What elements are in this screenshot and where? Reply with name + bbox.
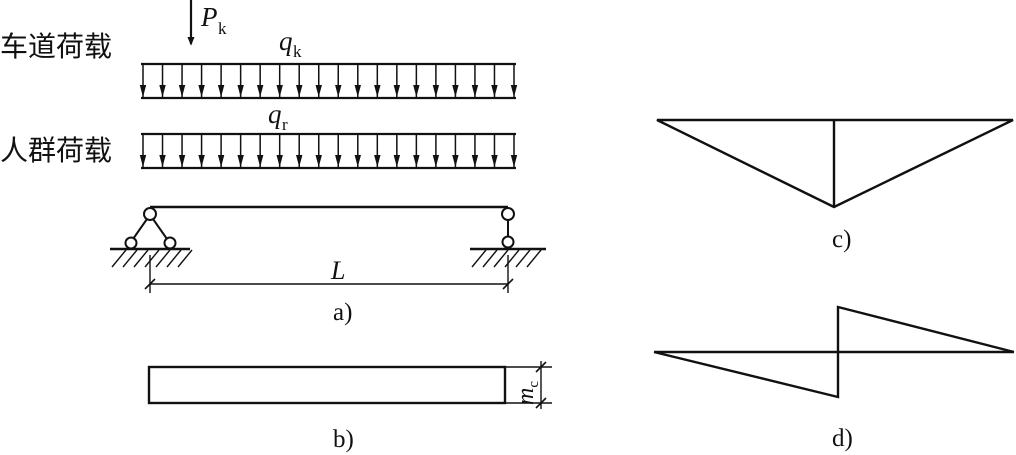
lane-udl-arrows [139,64,518,97]
load-arrow-head [335,155,342,167]
crowd-udl-symbol: q [268,99,282,129]
load-arrow-head [315,155,322,167]
support-link-left [132,218,148,240]
load-arrow-head [510,155,518,167]
load-arrow-head [432,85,440,97]
load-arrow-head [159,85,166,97]
hatch-line [482,249,498,268]
panel-d-caption: d) [832,425,853,452]
load-arrow-head [471,85,479,97]
thickness-tick-top [535,361,547,373]
pinned-support [110,207,193,268]
hatch-line [111,249,127,268]
hatch-line [471,249,487,268]
load-arrow-head [374,85,381,97]
span-symbol: L [330,256,345,285]
hatch-line [526,249,542,268]
roller-hinge-bottom [501,235,515,249]
lane-udl-subscript: k [293,42,302,61]
panel-b-caption: b) [333,426,354,453]
load-arrow-head [237,155,244,167]
load-arrow-head [432,155,440,167]
load-arrow-head [217,155,225,167]
ground-hatch-left [111,249,193,268]
shear-diagram [653,305,1015,399]
point-load-symbol: P [200,2,218,32]
moment-diagram [656,118,1014,209]
load-arrow-head [296,85,303,97]
support-hinge-right [163,236,177,250]
load-arrow-head [491,85,498,97]
load-arrow-head [217,85,225,97]
hatch-line [122,249,138,268]
thickness-subscript: c [526,381,542,388]
load-arrow-head [315,85,322,97]
lane-udl-load [139,62,518,100]
thickness-tick-bottom [535,397,547,409]
span-dimension: L [144,255,514,293]
hatch-line [515,249,531,268]
hatch-line [493,249,509,268]
load-arrow-head [256,85,264,97]
load-arrow-head [296,155,303,167]
span-tick-left [144,278,156,290]
load-arrow-head [413,85,420,97]
shear-outline [653,305,1015,399]
load-arrow-head [354,155,361,167]
load-arrow-head [413,155,420,167]
point-load-subscript: k [218,19,227,38]
crowd-udl-arrows [139,134,518,167]
load-arrow-head [276,155,283,167]
hatch-line [166,249,182,268]
vehicle-load-label: 车道荷载 [0,30,112,63]
load-arrow-head [178,85,186,97]
load-arrow-head [354,85,361,97]
cross-section-rect [147,365,507,405]
load-arrow-head [139,85,147,97]
load-arrow-head [471,155,479,167]
panel-a-caption: a) [333,299,352,326]
load-arrow-head [374,155,381,167]
load-arrow-head [393,155,401,167]
roller-support [470,207,546,268]
load-arrow-head [159,155,166,167]
crowd-udl-subscript: r [282,115,288,134]
hatch-line [144,249,160,268]
roller-hinge-top [501,207,515,221]
pin-hinge [143,207,157,221]
load-arrow-head [335,85,342,97]
load-arrow-head [452,85,459,97]
span-tick-right [502,278,514,290]
ground-hatch-right [471,249,542,268]
lane-udl-symbol: q [279,26,293,56]
panel-c-caption: c) [832,226,851,253]
thickness-label: mc [513,381,542,405]
load-arrow-head [139,155,147,167]
load-arrow-head [393,85,401,97]
hatch-line [504,249,520,268]
hatch-line [177,249,193,268]
crowd-udl-load [139,132,518,170]
load-arrow-head [198,85,205,97]
support-link-right [152,218,168,240]
load-arrow-head [256,155,264,167]
load-arrow-head [237,85,244,97]
load-arrow-head [491,155,498,167]
hatch-line [155,249,171,268]
thickness-dimension: mc [505,361,552,409]
load-arrow-head [452,155,459,167]
thickness-symbol: m [513,388,539,405]
load-arrow-head [510,85,518,97]
load-arrow-head [276,85,283,97]
support-hinge-left [124,236,138,250]
crowd-load-label: 人群荷载 [0,134,112,167]
load-arrow-head [198,155,205,167]
load-arrow-head [178,155,186,167]
hatch-line [133,249,149,268]
